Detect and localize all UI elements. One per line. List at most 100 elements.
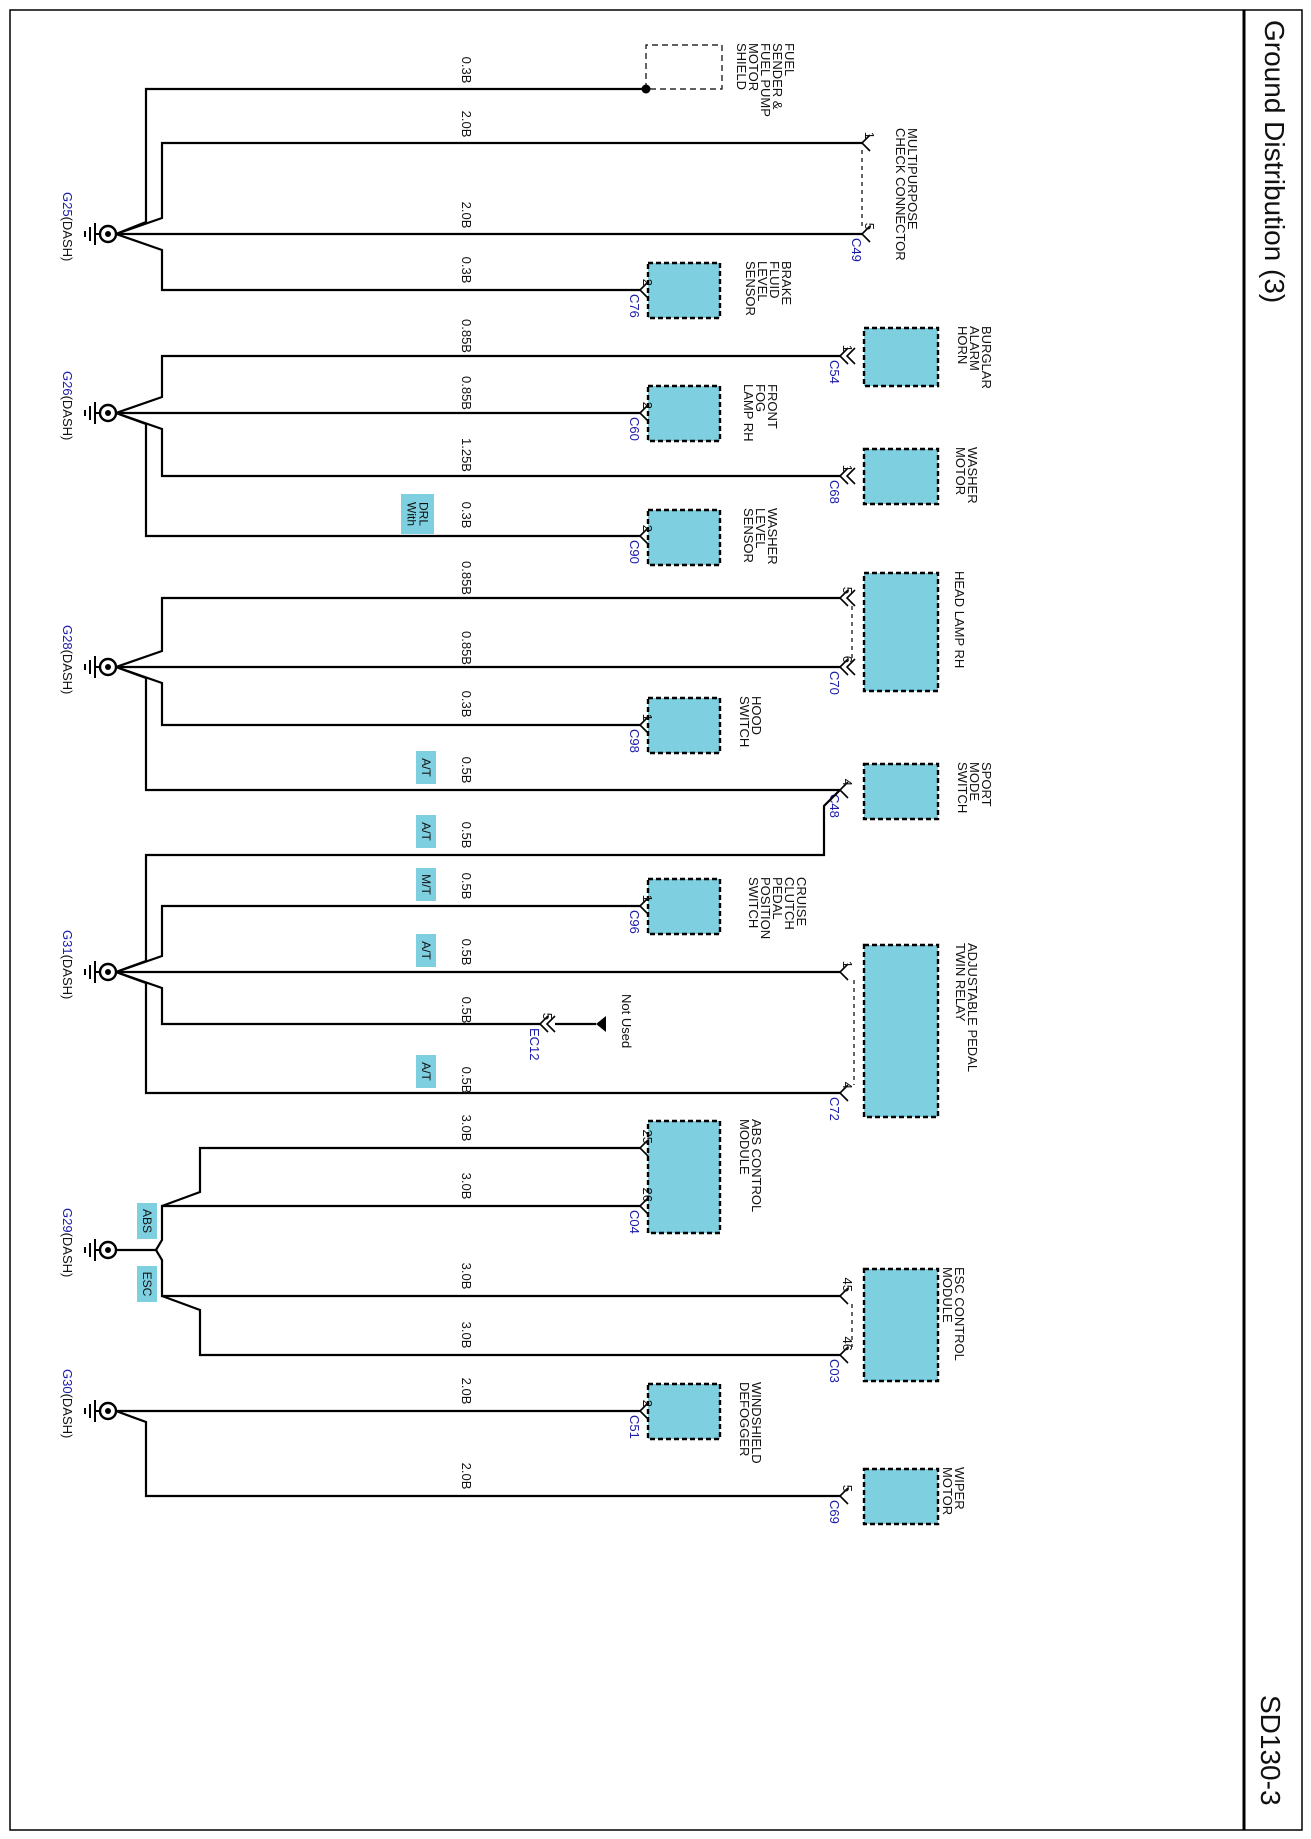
pin-number: 2 <box>640 402 655 409</box>
component-name: CLUTCH <box>782 877 797 930</box>
option-opt-at2: A/T <box>416 815 436 848</box>
component-name: SENSOR <box>741 508 756 563</box>
connector: 1 <box>860 132 877 152</box>
ground-g31: G31(DASH) <box>60 930 118 1000</box>
pin-number: 1 <box>840 465 855 472</box>
option-opt-esc: ESC <box>137 1266 157 1302</box>
wire-size-w-cruise: 0.5B <box>459 873 474 900</box>
connector-chevron <box>838 658 849 676</box>
ground-location: (DASH) <box>60 1394 75 1439</box>
connector-chevron <box>838 589 849 607</box>
component-box <box>646 508 722 567</box>
connector-chevron <box>638 1402 649 1420</box>
ground-g26: G26(DASH) <box>60 371 118 440</box>
connector-label: C49 <box>849 238 864 262</box>
option-opt-at1: A/T <box>416 751 436 784</box>
connector: 25 <box>638 1130 655 1157</box>
ground-label: G28(DASH) <box>60 625 75 694</box>
pin-number: 5 <box>840 1485 855 1492</box>
pin-number: 1 <box>640 895 655 902</box>
component-name: SWITCH <box>955 762 970 813</box>
pin-number: 1 <box>862 132 877 139</box>
ground-g25: G25(DASH) <box>60 192 118 261</box>
ground-label: G30(DASH) <box>60 1369 75 1438</box>
component-box <box>646 696 722 755</box>
component-name: DEFOGGER <box>737 1382 752 1456</box>
component-name: CRUISE <box>794 877 809 926</box>
component-box <box>862 943 940 1119</box>
component-name: BRAKE <box>779 261 794 305</box>
component-box <box>862 571 940 693</box>
pin-number: 1 <box>840 961 855 968</box>
ground-id: G31 <box>60 930 75 955</box>
component-name: WASHER <box>765 508 780 565</box>
option-label: ESC <box>140 1272 154 1297</box>
component-name: FRONT <box>765 384 780 429</box>
connector: 1 <box>838 961 855 981</box>
component-name: TWIN RELAY <box>953 943 968 1022</box>
pin-number: 2 <box>640 1400 655 1407</box>
connector-label: EC12 <box>527 1028 542 1061</box>
connector-chevron <box>860 134 871 152</box>
component-name: LEVEL <box>755 261 770 301</box>
wire-size-w-hood: 0.3B <box>459 691 474 718</box>
connector-label: C51 <box>627 1415 642 1439</box>
component-name: SENDER & <box>770 43 785 110</box>
ground-label: G26(DASH) <box>60 371 75 440</box>
pin-number: 4 <box>840 1082 855 1089</box>
wire-size-w-washer-level: 0.3B <box>459 502 474 529</box>
option-box <box>416 751 436 784</box>
ground-id: G29 <box>60 1208 75 1233</box>
component-box <box>646 1382 722 1441</box>
component-name: FUEL PUMP <box>758 43 773 117</box>
connector-chevron <box>838 467 849 485</box>
wire-size-w-wiper: 2.0B <box>459 1463 474 1490</box>
ground-dot <box>105 969 111 975</box>
option-label: A/T <box>419 758 433 777</box>
pin-number: 1 <box>640 714 655 721</box>
ground-location: (DASH) <box>60 955 75 1000</box>
pin-number: 45 <box>840 1278 855 1292</box>
connector-label: C04 <box>627 1210 642 1234</box>
connector: 45 <box>838 1278 855 1305</box>
component-name: HORN <box>955 326 970 364</box>
pin-number: 2 <box>640 279 655 286</box>
component-name: SWITCH <box>737 696 752 747</box>
component-box <box>646 1119 722 1235</box>
connector-label: C90 <box>627 540 642 564</box>
component-name: WINDSHIELD <box>749 1382 764 1464</box>
component-name: POSITION <box>758 877 773 939</box>
ground-id: G28 <box>60 625 75 650</box>
component-box <box>862 326 940 388</box>
component-name: PEDAL <box>770 877 785 920</box>
ground-g29: G29(DASH) <box>60 1208 118 1277</box>
component-name: FLUID <box>767 261 782 299</box>
component-name: ALARM <box>967 326 982 371</box>
pin-number: 26 <box>640 1188 655 1202</box>
option-opt-abs: ABS <box>137 1203 157 1239</box>
pin-number: 2 <box>640 525 655 532</box>
option-box <box>416 868 436 901</box>
connector-chevron <box>838 1287 849 1305</box>
option-box <box>416 934 436 967</box>
connector-label: C68 <box>827 480 842 504</box>
wire-size-w-ec12: 0.5B <box>459 997 474 1024</box>
ground-dot <box>105 1247 111 1253</box>
component-name: ADJUSTABLE PEDAL <box>965 943 980 1072</box>
connector-chevron <box>638 897 649 915</box>
wire-size-w-esc46: 3.0B <box>459 1322 474 1349</box>
